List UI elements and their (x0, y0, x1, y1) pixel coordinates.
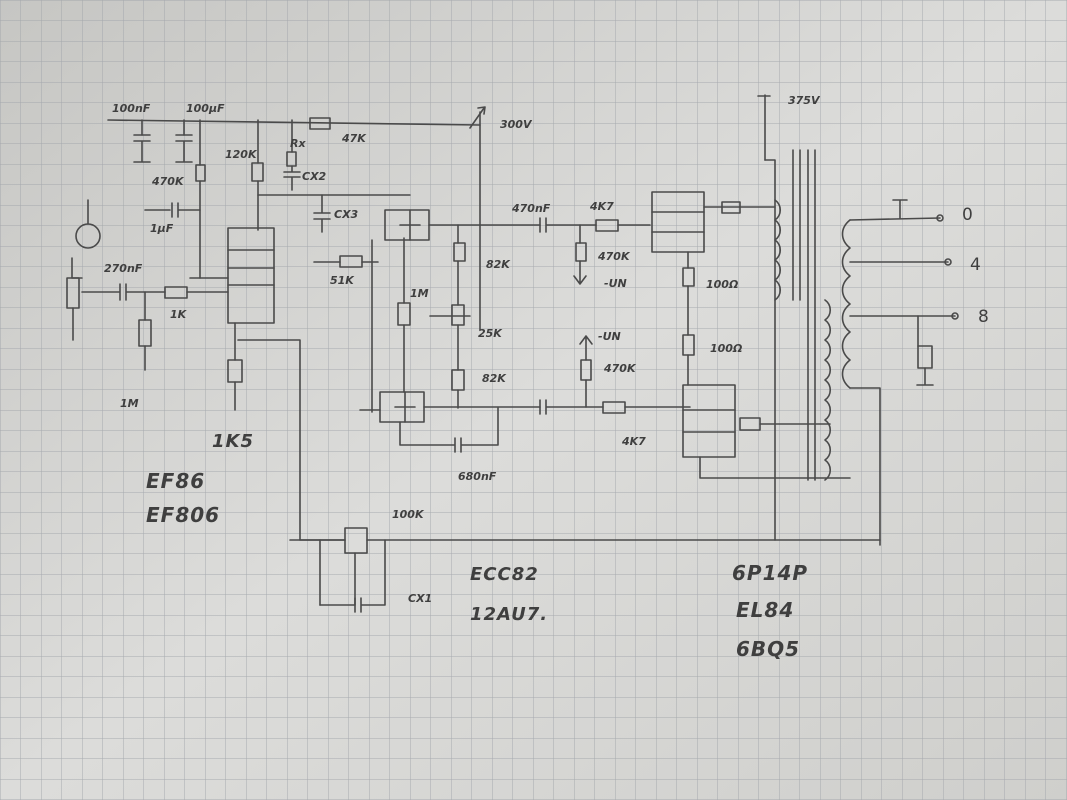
c-x3-label: CX3 (334, 208, 359, 221)
tube-input-2: EF806 (146, 503, 220, 527)
r-100k-label: 100K (392, 508, 425, 521)
c-filter-2-label: 100µF (186, 102, 225, 115)
c-x2-label: CX2 (302, 170, 327, 183)
r-1k-label: 1K (170, 308, 188, 321)
r-470k-top-label: 470K (597, 250, 631, 263)
supply-300v-label: 300V (500, 118, 533, 131)
r-1m-ecc-label: 1M (410, 287, 429, 300)
c-680nf-label: 680nF (458, 470, 497, 483)
tap-8-label: 8 (978, 307, 989, 327)
wiring (66, 94, 959, 613)
c-1uf-label: 1µF (150, 222, 174, 235)
c-filter-1-label: 100nF (112, 102, 151, 115)
r-4k7-top-label: 4K7 (589, 200, 614, 213)
r-1k5-label: 1K5 (212, 431, 254, 452)
tube-output-1: 6P14P (732, 561, 808, 585)
neg-top-label: -UN (604, 277, 627, 290)
c-x1-label: CX1 (408, 592, 432, 605)
r-100r-bot-label: 100Ω (710, 342, 742, 355)
r-47k-label: 47K (341, 132, 367, 145)
r-82k-top-label: 82K (486, 258, 511, 271)
tube-input-1: EF86 (146, 469, 205, 493)
r-25k-label: 25K (478, 327, 503, 340)
tap-0-label: 0 (962, 205, 973, 225)
r-470k-bot-label: 470K (603, 362, 637, 375)
c-270nf-label: 270nF (104, 262, 143, 275)
r-51k-label: 51K (330, 274, 355, 287)
r-100r-top-label: 100Ω (706, 278, 738, 291)
r-120k-label: 120K (225, 148, 258, 161)
r-x-label: Rx (290, 137, 306, 150)
tube-output-3: 6BQ5 (736, 637, 800, 661)
tap-4-label: 4 (970, 255, 981, 275)
r-82k-bot-label: 82K (482, 372, 507, 385)
tube-driver-2: 12AU7. (470, 604, 548, 625)
neg-bot-label: -UN (598, 330, 621, 343)
r-470k-label: 470K (151, 175, 185, 188)
c-470nf-label: 470nF (511, 202, 551, 215)
supply-375v-label: 375V (788, 94, 821, 107)
r-1m-grid-label: 1M (120, 397, 139, 410)
r-4k7-bot-label: 4K7 (621, 435, 646, 448)
tube-output-2: EL84 (736, 598, 794, 622)
tube-driver-1: ECC82 (470, 564, 539, 585)
